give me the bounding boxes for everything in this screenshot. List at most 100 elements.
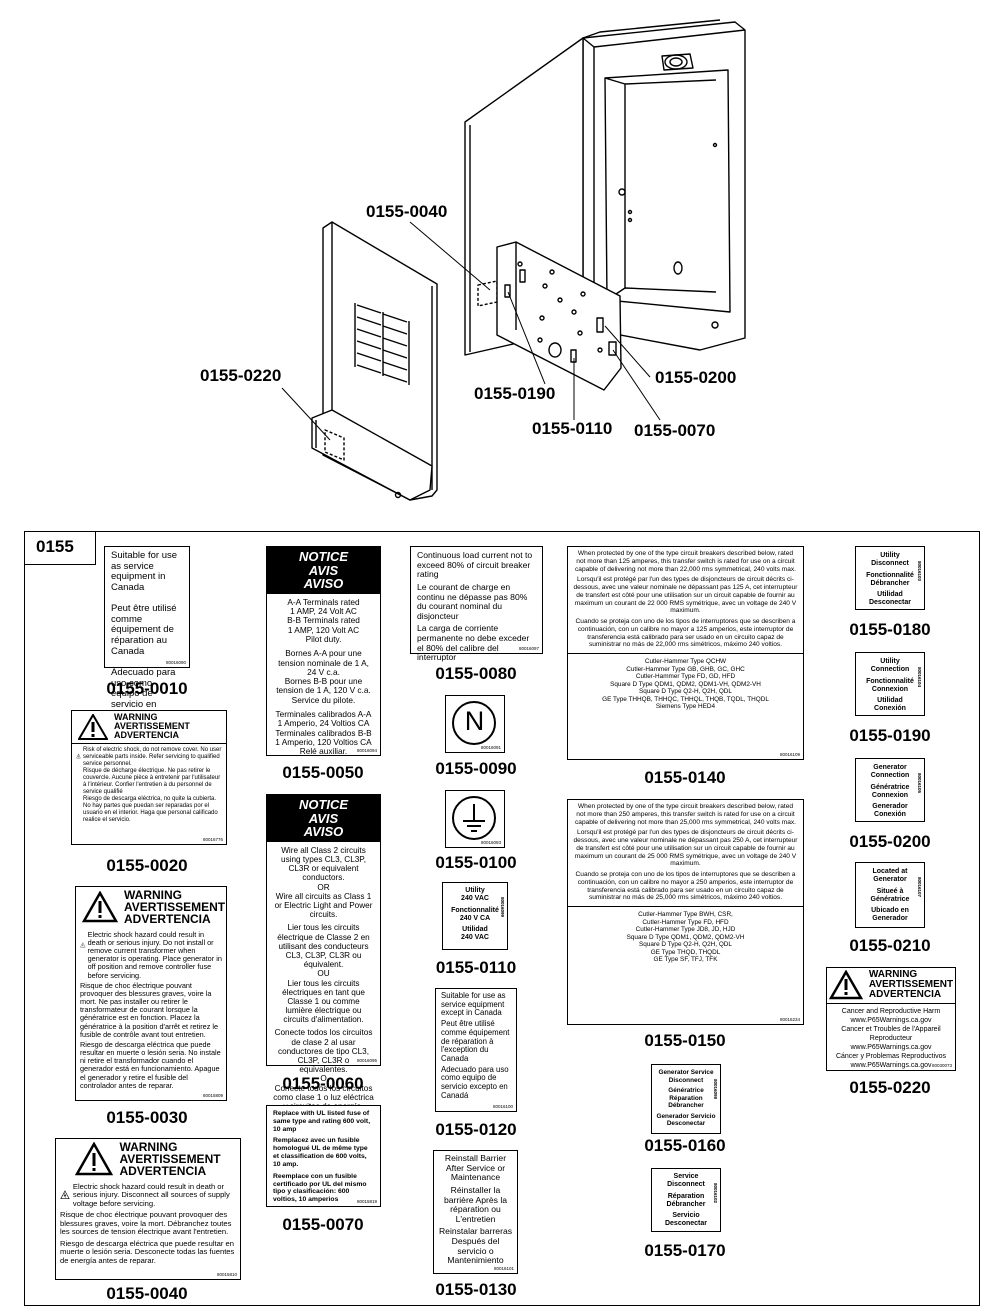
label-text-3: Utilidad 240 VAC	[461, 926, 489, 942]
label-text-1: Service Disconnect	[667, 1173, 705, 1189]
label-code: 80016090	[165, 659, 186, 665]
neutral-symbol-letter: N	[464, 706, 485, 736]
label-text-1: Generator Connection	[870, 764, 910, 780]
label-0155-0080: Continuous load current not to exceed 80…	[410, 546, 543, 662]
label-text-3: La carga de corriente permanente no debe…	[417, 623, 530, 663]
part-number-0155-0180: 0155-0180	[849, 620, 931, 639]
label-text-3: Utilidad Conexión	[874, 697, 906, 713]
label-code: 80016101	[493, 1265, 514, 1271]
label-code: 80016091	[480, 744, 501, 750]
part-number-0155-0120: 0155-0120	[435, 1120, 517, 1139]
label-text-1: Wire all Class 2 circuits using types CL…	[274, 845, 373, 920]
callout-0155-0190: 0155-0190	[474, 384, 556, 403]
label-text-1: Utility Disconnect	[871, 552, 909, 568]
label-text: Risk of electric shock, do not remove co…	[82, 746, 222, 824]
label-text-1: Electric shock hazard could result in de…	[87, 929, 222, 980]
warning-header: WARNING AVERTISSEMENT ADVERTENCIA	[76, 887, 226, 928]
label-text-3: Riesgo de descarga eléctrica que puede r…	[80, 1039, 221, 1090]
part-number-0155-0140: 0155-0140	[644, 768, 726, 787]
label-text-2: Réparation Débrancher	[666, 1192, 706, 1208]
label-paragraph-3: Cuando se proteja con uno de los tipos d…	[575, 871, 796, 902]
label-0155-0050: NOTICE AVIS AVISO A-A Terminals rated 1 …	[266, 546, 381, 756]
divider	[568, 906, 803, 908]
label-0155-0030: WARNING AVERTISSEMENT ADVERTENCIA Electr…	[75, 886, 227, 1101]
label-text-1: Suitable for use as service equipment ex…	[441, 991, 506, 1018]
notice-header: NOTICE AVIS AVISO	[267, 795, 380, 842]
warning-title: WARNING AVERTISSEMENT ADVERTENCIA	[868, 969, 954, 1001]
part-number-0155-0010: 0155-0010	[106, 679, 188, 698]
label-0155-0040: WARNING AVERTISSEMENT ADVERTENCIA Electr…	[55, 1138, 241, 1280]
label-0155-0020: WARNING AVERTISSEMENT ADVERTENCIA Risk o…	[71, 710, 227, 845]
label-text-2: Bornes A-A pour une tension nominale de …	[276, 648, 371, 705]
label-code: 80016094	[356, 747, 377, 753]
label-text-3: Conecte todos los circuitos de clase 2 a…	[273, 1028, 374, 1111]
label-0155-0070: Replace with UL listed fuse of same type…	[266, 1105, 381, 1207]
label-code: 80016095	[356, 1057, 377, 1063]
callout-0155-0220: 0155-0220	[200, 366, 282, 385]
label-paragraph-1: When protected by one of the type circui…	[575, 803, 796, 826]
label-text-2: Remplacez avec un fusible homologué UL d…	[273, 1137, 368, 1168]
label-code: 80016234	[779, 1016, 800, 1022]
label-text-1: Electric shock hazard could result in de…	[72, 1181, 230, 1208]
label-text-2: Génératrice Connexion	[870, 783, 910, 799]
warning-header: WARNING AVERTISSEMENT ADVERTENCIA	[827, 968, 955, 1004]
neutral-symbol-icon	[452, 701, 496, 745]
callout-0155-0040: 0155-0040	[366, 202, 448, 221]
label-text-3: Generador Servicio Desconectar	[656, 1112, 716, 1128]
warning-header: WARNING AVERTISSEMENT ADVERTENCIA	[72, 711, 226, 744]
warning-triangle-icon	[78, 713, 108, 740]
label-0155-0160: Generator Service Disconnect Génératrice…	[651, 1064, 721, 1134]
label-text-2: Fonctionnalité Connexion	[866, 677, 914, 693]
warning-triangle-icon	[82, 891, 118, 923]
part-number-0155-0040: 0155-0040	[106, 1284, 188, 1303]
label-text-1: Utility Connection	[870, 658, 910, 674]
notice-header: NOTICE AVIS AVISO	[267, 547, 380, 594]
label-code: 80016103	[917, 561, 922, 582]
label-text-2: Fonctionnalité Débrancher	[866, 571, 914, 587]
label-code: 80016097	[518, 645, 539, 651]
label-0155-0200: Generator Connection Génératrice Connexi…	[855, 758, 925, 822]
callout-0155-0070: 0155-0070	[634, 421, 716, 440]
front-cover	[311, 221, 438, 501]
label-paragraph-3: Cuando se proteja con uno de los tipos d…	[575, 618, 796, 649]
label-code: 80016093	[480, 839, 501, 845]
label-0155-0010: Suitable for use as service equipment in…	[104, 546, 190, 720]
part-number-0155-0170: 0155-0170	[644, 1241, 726, 1260]
label-text-2: Lier tous les circuits électrique de Cla…	[277, 923, 370, 1025]
label-0155-0140: When protected by one of the type circui…	[567, 546, 804, 760]
label-text-3: Ubicado en Generador	[871, 907, 909, 923]
label-0155-0060: NOTICE AVIS AVISO Wire all Class 2 circu…	[266, 794, 381, 1111]
label-text-2: Fonctionnalité 240 V CA	[451, 906, 499, 922]
warning-title: WARNING AVERTISSEMENT ADVERTENCIA	[114, 712, 190, 741]
warning-header: WARNING AVERTISSEMENT ADVERTENCIA	[56, 1139, 240, 1180]
part-number-0155-0150: 0155-0150	[644, 1031, 726, 1050]
label-text-2: Réinstaller la barrière Après la réparat…	[443, 1184, 508, 1224]
warning-title: WARNING AVERTISSEMENT ADVERTENCIA	[124, 888, 226, 927]
label-text-1: Generator Service Disconnect	[658, 1069, 714, 1084]
label-code: 80016098	[713, 1079, 718, 1100]
label-paragraph-1: When protected by one of the type circui…	[575, 550, 796, 573]
part-number-0155-0020: 0155-0020	[106, 856, 188, 875]
label-0155-0130: Reinstall Barrier After Service or Maint…	[433, 1150, 518, 1274]
part-number-0155-0030: 0155-0030	[106, 1108, 188, 1127]
part-number-0155-0110: 0155-0110	[435, 958, 517, 977]
part-number-0155-0060: 0155-0060	[282, 1074, 364, 1093]
label-code: 80030073	[931, 1062, 952, 1068]
label-0155-0120: Suitable for use as service equipment ex…	[435, 988, 517, 1112]
kit-title: 0155	[24, 531, 96, 565]
part-number-0155-0070: 0155-0070	[282, 1215, 364, 1234]
label-text-3: Terminales calibrados A-A 1 Amperio, 24 …	[275, 709, 372, 757]
label-paragraph-2: Lorsqu'il est protégé par l'un des types…	[573, 829, 798, 868]
part-number-0155-0130: 0155-0130	[435, 1280, 517, 1299]
label-text-1: A-A Terminals rated 1 AMP, 24 Volt AC B-…	[287, 596, 360, 645]
label-text-3: Reemplace con un fusible certificado por…	[273, 1172, 367, 1204]
label-text-1: Utility 240 VAC	[461, 887, 489, 903]
label-text-1: Continuous load current not to exceed 80…	[417, 550, 533, 580]
label-code: 80015809	[202, 1092, 223, 1098]
callout-0155-0200: 0155-0200	[655, 368, 737, 387]
part-number-0155-0080: 0155-0080	[435, 664, 517, 683]
label-code: 80016100	[492, 1103, 513, 1109]
label-code: 80016102	[713, 1183, 718, 1204]
label-0155-0170: Service Disconnect Réparation Débrancher…	[651, 1168, 721, 1232]
label-paragraph-2: Lorsqu'il est protégé par l'un des types…	[573, 576, 798, 615]
